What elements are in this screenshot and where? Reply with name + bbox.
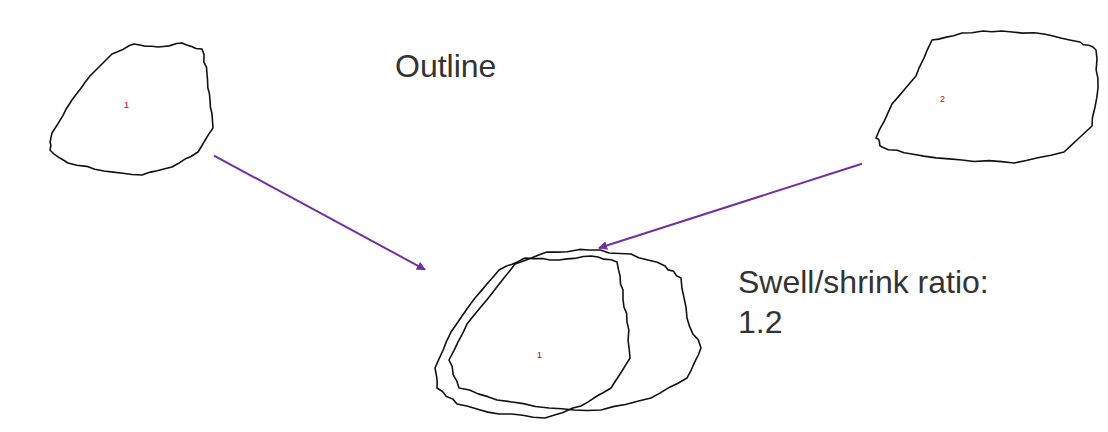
outline-path [876, 31, 1098, 163]
outline-shape: 1 [42, 38, 214, 178]
outline-path [50, 43, 213, 175]
shape-number: 1 [535, 350, 544, 361]
shape-number: 1 [122, 100, 131, 111]
shape-number: 2 [938, 94, 947, 105]
arrow-connector [599, 164, 862, 248]
arrow-connector [214, 156, 425, 270]
outline-path [435, 256, 630, 418]
outline-shape: 1 [425, 248, 725, 428]
outline-shape: 2 [862, 28, 1100, 168]
outline-path [449, 249, 701, 410]
annotation-text: Outline [395, 46, 655, 86]
annotation-text: Swell/shrink ratio: 1.2 [738, 262, 1000, 342]
outline-drawing [425, 248, 725, 428]
outline-drawing [862, 28, 1100, 168]
